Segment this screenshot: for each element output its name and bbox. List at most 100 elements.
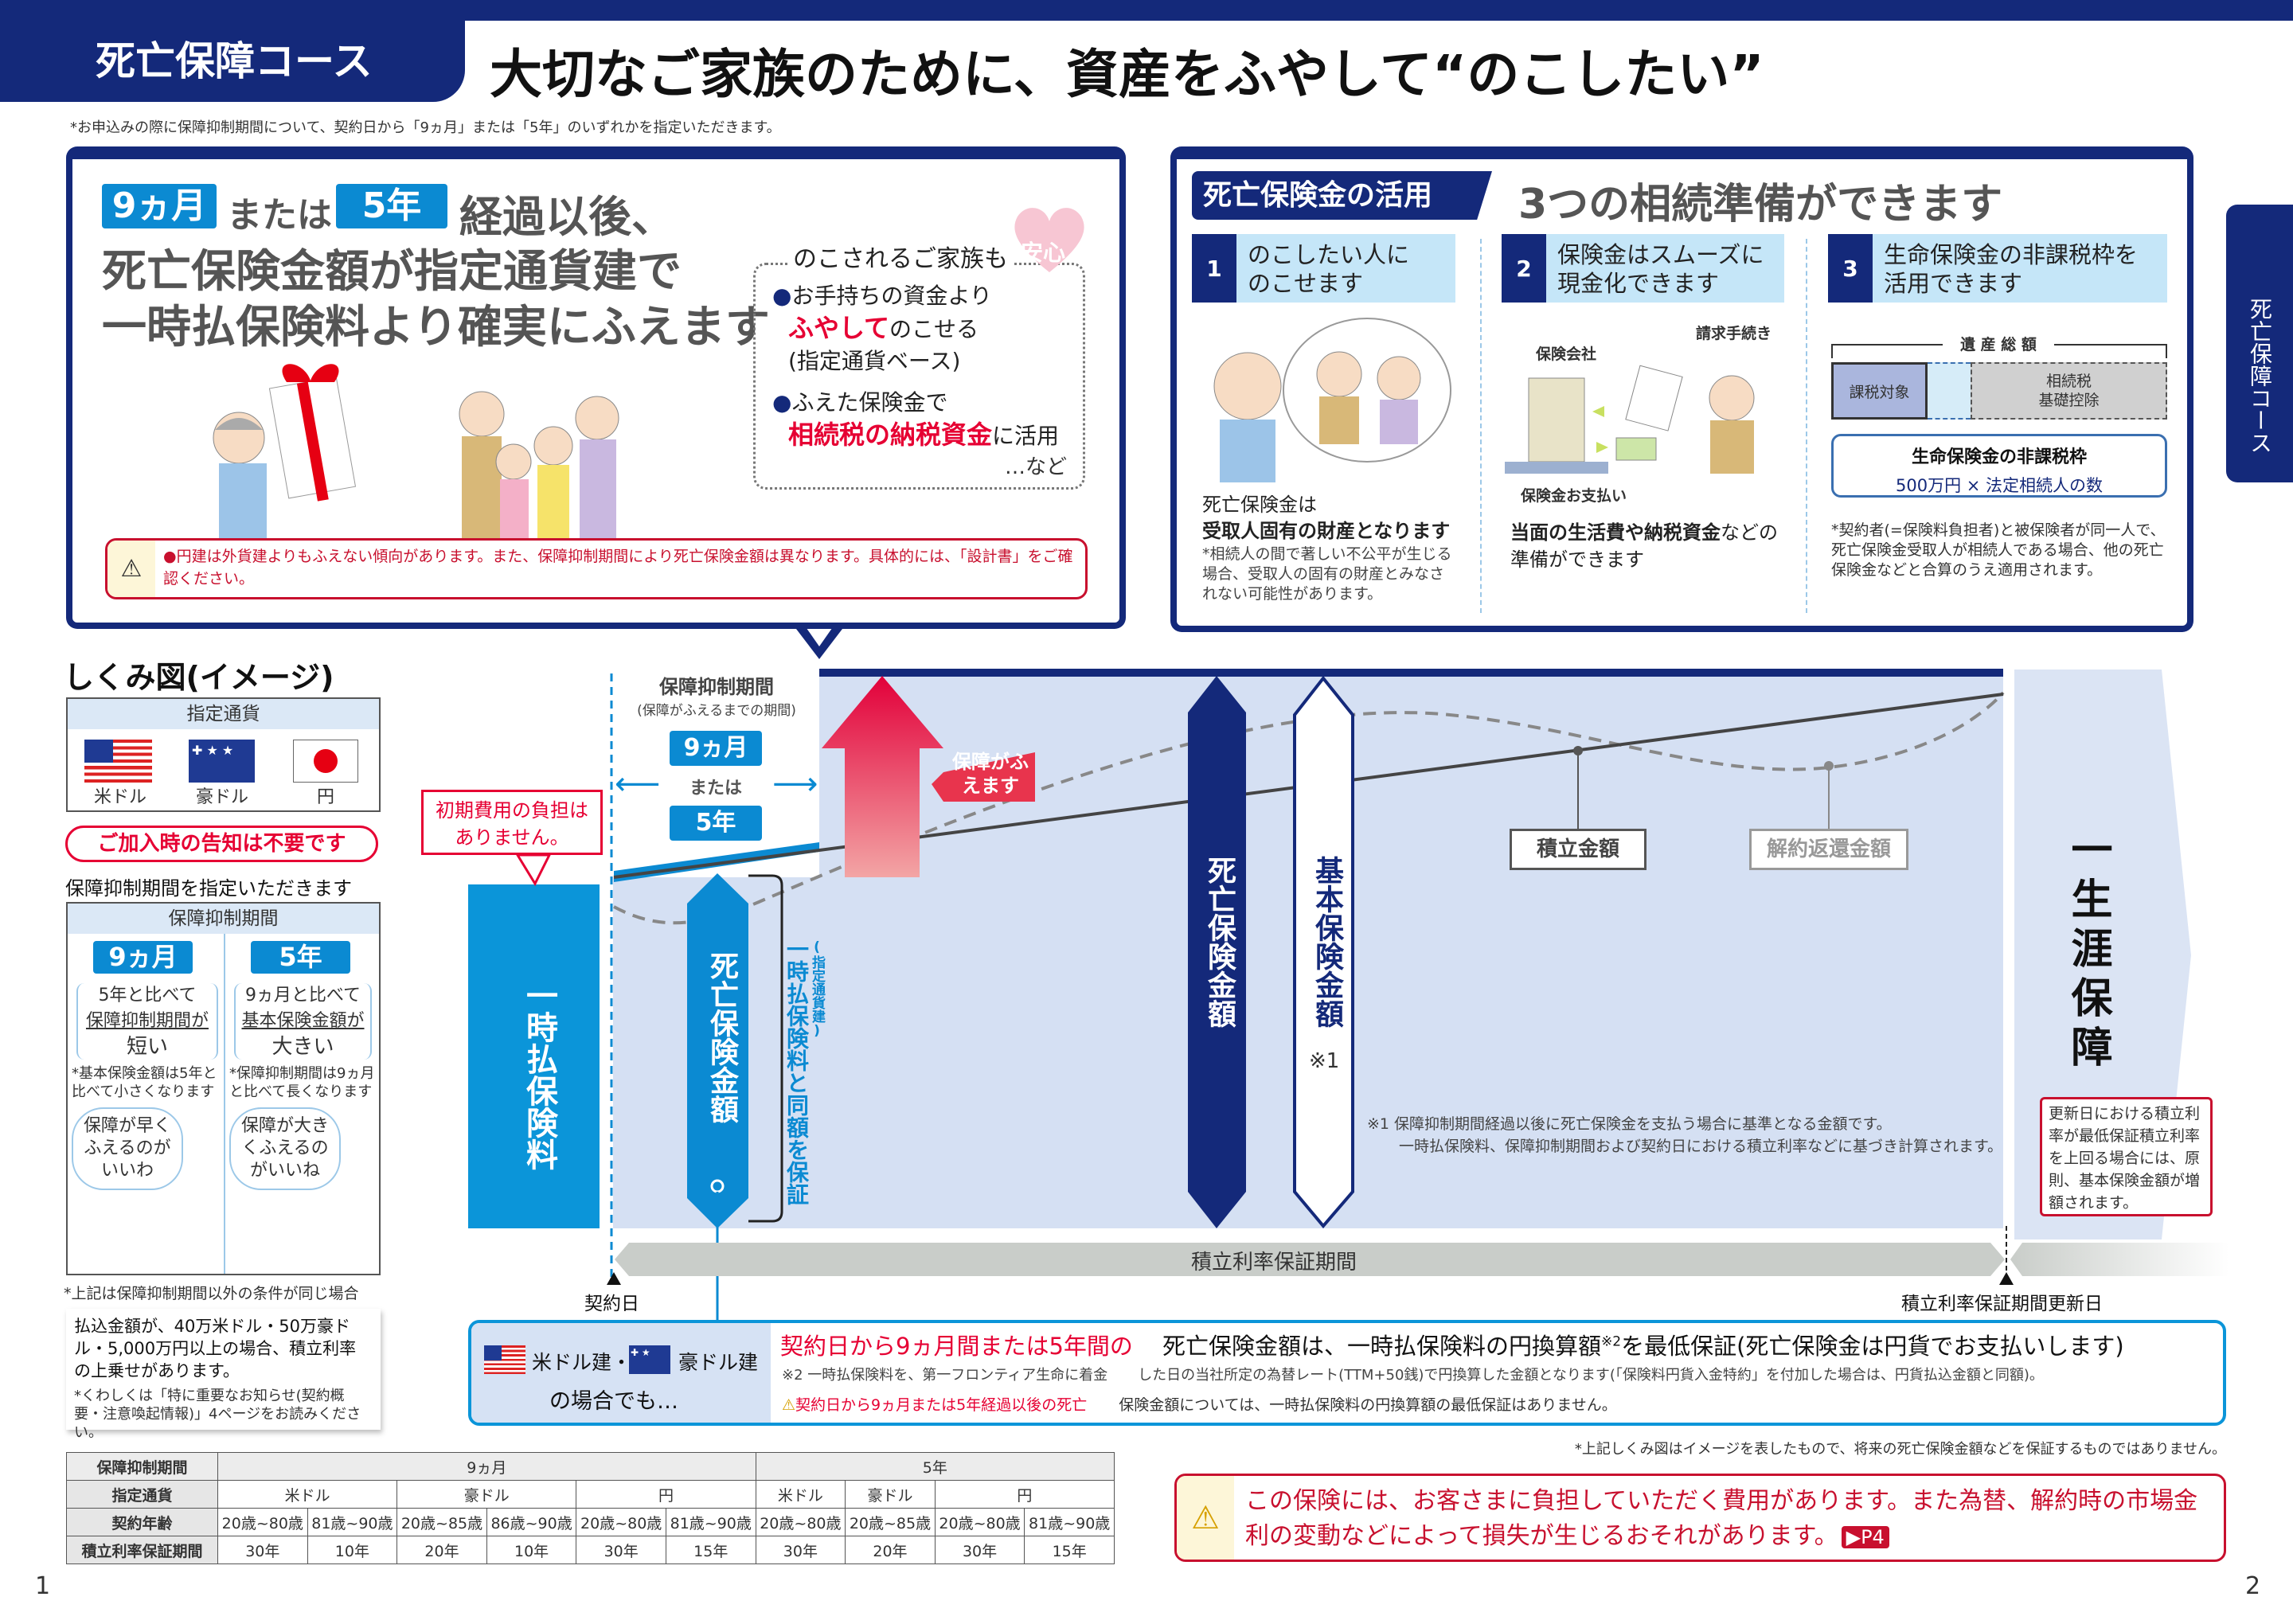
left-panel	[66, 146, 1126, 629]
option-badge: 5年	[251, 941, 350, 974]
item-text: 死亡保険金は	[1202, 494, 1317, 516]
currency-cell: 円	[576, 1480, 756, 1509]
usage-label: 死亡保険金の活用	[1192, 171, 1492, 220]
yen-warning-box: ⚠ ●円建は外貨建よりもふえない傾向があります。また、保障抑制期間により死亡保険…	[105, 538, 1088, 599]
au-flag-icon: ✚ ★ ★	[189, 740, 255, 783]
bullet-2: ●ふえた保険金で 相続税の納税資金に活用	[772, 389, 1060, 450]
row-label: 指定通貨	[66, 1480, 218, 1509]
no-notice-pill: ご加入時の告知は不要です	[65, 826, 378, 862]
option-text: 保障抑制期間が	[85, 1011, 209, 1031]
period-cell: 5年	[755, 1452, 1115, 1481]
term-cell: 20年	[845, 1536, 936, 1564]
page-headline: 大切なご家族のために、資産をふやして“のこしたい”	[490, 44, 1764, 105]
option-text: 短い	[126, 1035, 168, 1059]
age-cell: 20歳~85歳	[845, 1508, 936, 1536]
family-illustration	[199, 350, 645, 538]
page-4-link[interactable]: ▶P4	[1841, 1526, 1889, 1548]
fx-guarantee-box	[468, 1320, 2226, 1426]
us-flag-icon	[84, 740, 152, 783]
separator: ・	[611, 1351, 632, 1374]
diagram-badge-9m: 9ヵ月	[670, 731, 762, 766]
risk-warning-text: この保険には、お客さまに負担していただく費用があります。また為替、解約時の市場金…	[1245, 1487, 2198, 1550]
options-note: *上記は保障抑制期間以外の条件が同じ場合	[64, 1285, 359, 1302]
page-number-right: 2	[2245, 1572, 2261, 1600]
term-cell: 10年	[486, 1536, 577, 1564]
option-note: *保障抑制期間は9ヵ月と比べて長くなります	[229, 1065, 375, 1100]
warning-icon: ⚠	[1177, 1476, 1234, 1560]
diagram-period-sub: (保障がふえるまでの期間)	[637, 703, 796, 719]
thought-bubble: 保障が早くふえるのがいいわ	[72, 1107, 183, 1190]
no-initial-cost-callout: 初期費用の負担はありません。	[421, 790, 603, 855]
currency-header: 指定通貨	[68, 699, 379, 729]
headline-line1: 経過以後、	[459, 192, 674, 242]
fx-warning: ⚠契約日から9ヵ月または5年経過以後の死亡保険金額については、一時払保険料の円換…	[782, 1393, 1617, 1415]
item-text-bold: 当面の生活費や納税資金	[1510, 521, 1721, 544]
option-badge: 9ヵ月	[93, 941, 193, 974]
row-label: 契約年齢	[66, 1508, 218, 1536]
item-title: 現金化できます	[1557, 270, 1720, 297]
footnote-line: ※1 保障抑制期間経過以後に死亡保険金を支払う場合に基準となる金額です。	[1367, 1115, 1892, 1133]
fx-red-head: 契約日から9ヵ月間または5年間の	[780, 1333, 1133, 1360]
heart-label: 安心	[1021, 240, 1066, 266]
headline-line2: 死亡保険金額が指定通貨建で	[102, 246, 682, 298]
fx-usd-text: 米ドル建	[532, 1351, 612, 1374]
fx-note2: ※2 一時払保険料を、第一フロンティア生命に着金した日の当社所定の為替レート(T…	[782, 1364, 2044, 1384]
mechanism-title: しくみ図(イメージ)	[64, 660, 334, 695]
bullet-text: (指定通貨ベース)	[788, 348, 961, 374]
fx-note-text: した日の当社所定の為替レート(TTM+50銭)で円換算した金額となります(「保険…	[1138, 1367, 2044, 1384]
bullet-1: ●お手持ちの資金より ふやしてのこせる (指定通貨ベース)	[772, 280, 992, 377]
bullet-text: のこせる	[889, 316, 979, 342]
course-label: 死亡保障コース	[0, 21, 465, 102]
yen-warning-text: ●円建は外貨建よりもふえない傾向があります。また、保障抑制期間により死亡保険金額…	[163, 548, 1073, 588]
option-text: 基本保険金額が	[241, 1011, 365, 1031]
page-number-left: 1	[35, 1572, 51, 1600]
badge-5-years: 5年	[336, 184, 447, 228]
etc-text: …など	[1005, 455, 1068, 479]
thinking-illustration	[1192, 314, 1455, 482]
bullet-red-text: 相続税の納税資金	[788, 420, 993, 450]
bullet-text: お手持ちの資金より	[791, 283, 992, 309]
bullet-text: に活用	[992, 423, 1060, 449]
fx-main-text: 死亡保険金額は、一時払保険料の円換算額	[1162, 1333, 1602, 1360]
currency-aud: 豪ドル	[195, 787, 248, 807]
option-note: *基本保険金額は5年と比べて小さくなります	[72, 1065, 217, 1100]
increase-label: 保障がふえます	[952, 751, 1029, 797]
bonus-note: 払込金額が、40万米ドル・50万豪ドル・5,000万円以上の場合、積立利率の上乗…	[74, 1317, 357, 1380]
bullet-text: ふえた保険金で	[791, 389, 948, 416]
term-cell: 30年	[934, 1536, 1025, 1564]
age-cell: 20歳~80歳	[934, 1508, 1025, 1536]
tax-free-box: 生命保険金の非課税枠 500万円 × 法定相続人の数	[1831, 434, 2167, 498]
item-text-bold: 受取人固有の財産となります	[1202, 520, 1451, 542]
bonus-sub-note: *くわしくは「特に重要なお知らせ(契約概要・注意喚起情報)」4ページをお読みくだ…	[74, 1388, 361, 1441]
currency-cell: 円	[934, 1480, 1115, 1509]
side-tab[interactable]: 死亡保障コース	[2226, 205, 2293, 482]
diagram-period-title: 保障抑制期間	[659, 676, 774, 698]
table-row: 指定通貨米ドル豪ドル円米ドル豪ドル円	[66, 1480, 1115, 1509]
renewal-note-box: 更新日における積立利率が最低保証積立利率を上回る場合には、原則、基本保険金額が増…	[2040, 1097, 2213, 1216]
payment-illustration	[1505, 362, 1775, 474]
headline-line3: 一時払保険料より確実にふえます	[102, 302, 770, 353]
label-company: 保険会社	[1536, 345, 1597, 363]
thought-bubble: 保障が大きくふえるのがいいね	[229, 1107, 341, 1190]
family-heading: のこされるご家族も	[788, 239, 1013, 274]
lifetime-label: 一生涯保障	[2064, 828, 2111, 1075]
usage-item-2-header: 2 保険金はスムーズに現金化できます	[1502, 234, 1784, 303]
badge-9-months: 9ヵ月	[102, 184, 217, 228]
term-cell: 30年	[755, 1536, 846, 1564]
row-label: 保障抑制期間	[66, 1452, 218, 1481]
currency-usd: 米ドル	[93, 787, 146, 807]
currency-cell: 豪ドル	[845, 1480, 936, 1509]
tax-free-formula: 500万円 × 法定相続人の数	[1895, 476, 2104, 495]
guarantee-label: 一時払保険料と同額を保証	[783, 938, 810, 1205]
age-cell: 20歳~80歳	[217, 1508, 308, 1536]
term-cell: 10年	[307, 1536, 398, 1564]
divider	[1480, 239, 1482, 613]
footnote-line: 一時払保険料、保障抑制期間および契約日における積立利率などに基づき計算されます。	[1399, 1138, 2003, 1155]
estate-bar: 課税対象 相続税基礎控除	[1831, 362, 2167, 420]
period-cell: 9ヵ月	[217, 1452, 756, 1481]
bullet-red-text: ふやして	[788, 313, 890, 343]
application-note: *お申込みの際に保障抑制期間について、契約日から「9ヵ月」または「5年」のいずれ…	[70, 119, 781, 136]
